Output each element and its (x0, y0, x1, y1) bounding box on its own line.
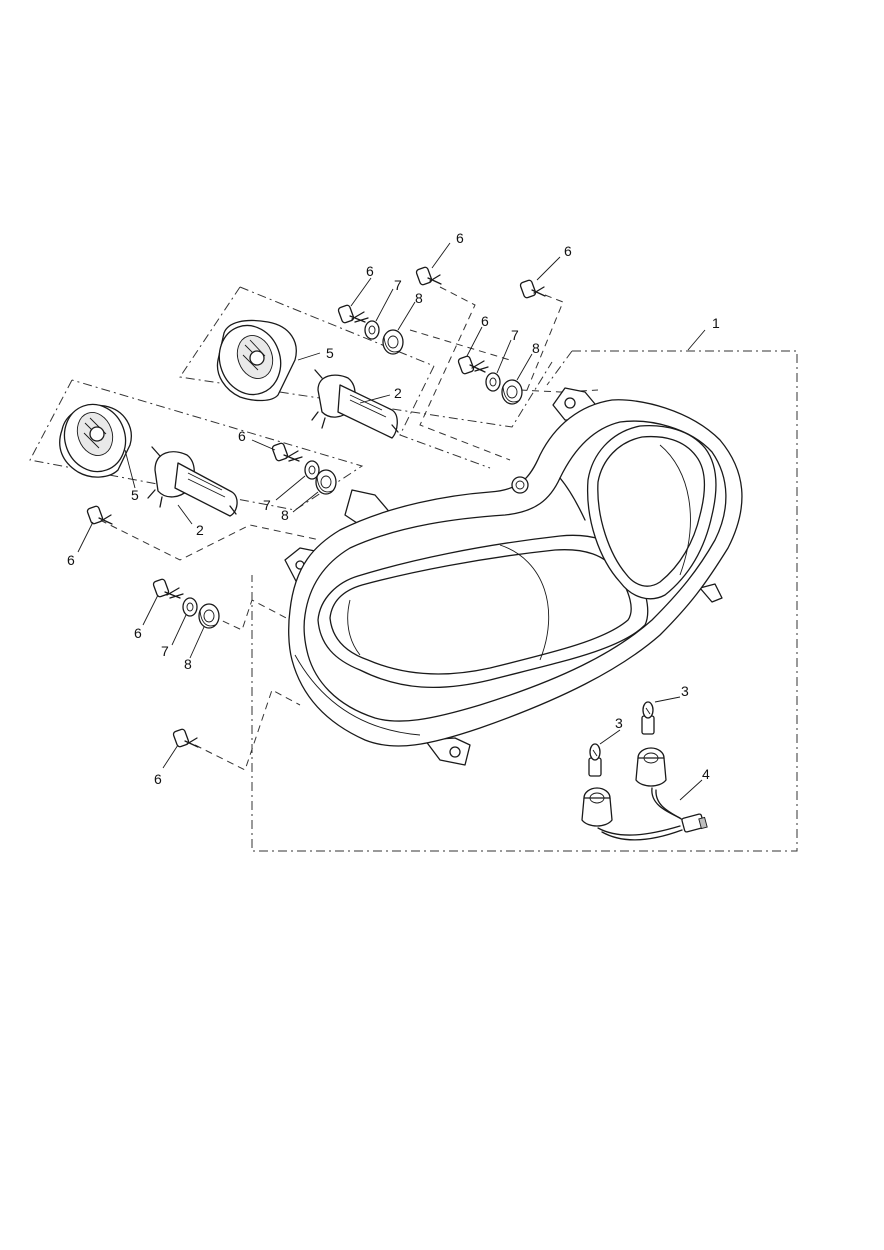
callout-6-lower-d: 6 (154, 771, 162, 787)
callout-7-upper-a: 7 (394, 277, 402, 293)
callout-5-upper: 5 (326, 345, 334, 361)
washer-lower-a (304, 460, 320, 480)
callout-6-lower-a: 6 (238, 428, 246, 444)
callout-5-lower: 5 (131, 487, 139, 503)
callout-4: 4 (702, 766, 710, 782)
callout-6-top-left: 6 (456, 230, 464, 246)
bulb-cover-lower (59, 403, 132, 478)
callout-7-upper-b: 7 (511, 327, 519, 343)
headlight-housing (284, 387, 743, 766)
screw-lower-d (172, 728, 199, 748)
lower-screw-washers (86, 442, 337, 748)
callout-1: 1 (712, 315, 720, 331)
grommet-lower-c (198, 603, 220, 629)
screw-lower-a (271, 442, 303, 462)
callout-8-upper-b: 8 (532, 340, 540, 356)
washer-upper-a (364, 320, 380, 340)
grommet-upper-b (501, 379, 523, 405)
leader-lines (77, 242, 706, 801)
wiring-harness (597, 787, 708, 841)
screw-top-b (519, 279, 546, 299)
callout-8-lower-c: 8 (184, 656, 192, 672)
callout-8-upper-a: 8 (415, 290, 423, 306)
callout-6-top-right: 6 (564, 243, 572, 259)
h4-bulb-upper (311, 369, 399, 439)
bulb-cover-upper (216, 319, 297, 402)
connection-lines (99, 286, 599, 771)
callout-labels: 1 6 6 6 7 8 6 7 8 5 2 6 5 7 8 2 6 6 7 8 … (67, 230, 720, 787)
grommet-upper-a (382, 329, 404, 355)
grommet-lower-a (315, 469, 337, 495)
screw-upper-b (457, 355, 489, 375)
side-bulbs-and-wiring (581, 701, 708, 841)
wedge-bulb-a (588, 743, 602, 777)
callout-2-lower: 2 (196, 522, 204, 538)
callout-2-upper: 2 (394, 385, 402, 401)
callout-7-lower-a: 7 (263, 497, 271, 513)
callout-8-lower-a: 8 (281, 507, 289, 523)
callout-7-lower-c: 7 (161, 643, 169, 659)
callout-6-upper-b: 6 (481, 313, 489, 329)
bulb-holder-b (635, 747, 667, 787)
washer-lower-c (182, 597, 198, 617)
callout-6-lower-b: 6 (67, 552, 75, 568)
screw-top-a (415, 266, 442, 286)
upper-screw-washers (337, 266, 546, 405)
callout-3-left: 3 (615, 715, 623, 731)
screw-lower-c (152, 578, 184, 599)
callout-6-lower-c: 6 (134, 625, 142, 641)
assembly-boundary-lines (29, 286, 798, 852)
screw-upper-a (337, 304, 369, 324)
screw-lower-b (86, 505, 113, 525)
washer-upper-b (485, 372, 501, 392)
h4-bulb-lower (147, 446, 238, 517)
wedge-bulb-b (641, 701, 655, 735)
bulb-holder-a (581, 787, 613, 827)
callout-6-upper-a: 6 (366, 263, 374, 279)
callout-3-right: 3 (681, 683, 689, 699)
